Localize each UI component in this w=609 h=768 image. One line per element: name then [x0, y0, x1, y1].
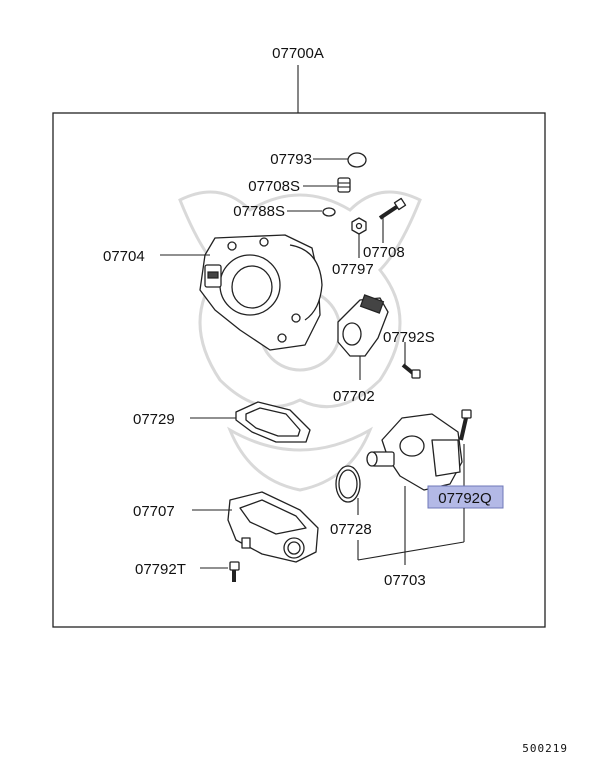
part-07703-valve[interactable]: [366, 413, 463, 491]
part-07702-sensor[interactable]: [337, 294, 389, 357]
part-07707-housing[interactable]: [227, 491, 319, 563]
label-07702[interactable]: 07702: [333, 388, 375, 405]
part-07797-nut[interactable]: [351, 217, 367, 235]
label-07797[interactable]: 07797: [332, 261, 374, 278]
label-07704[interactable]: 07704: [103, 248, 145, 265]
part-07792S-screw[interactable]: [401, 363, 421, 379]
label-07792Q[interactable]: 07792Q: [438, 490, 491, 507]
part-07728-oring[interactable]: [335, 465, 361, 503]
catalog-number: 500219: [522, 742, 568, 755]
label-07703[interactable]: 07703: [384, 572, 426, 589]
part-07729-gasket[interactable]: [235, 401, 311, 443]
part-07708S-screw[interactable]: [337, 177, 351, 193]
assembly-label[interactable]: 07700A: [272, 45, 324, 62]
label-07792S[interactable]: 07792S: [383, 329, 435, 346]
label-07793[interactable]: 07793: [270, 151, 312, 168]
part-07708-screw[interactable]: [378, 197, 407, 220]
part-07788S-oring[interactable]: [322, 207, 336, 217]
part-07792T-screw[interactable]: [229, 561, 240, 582]
leader-07703-bracket: [357, 486, 465, 565]
part-07704-throttle-body[interactable]: [199, 234, 323, 351]
part-07793-cap[interactable]: [347, 152, 367, 168]
label-07729[interactable]: 07729: [133, 411, 175, 428]
highlight-07792Q-box: [427, 485, 504, 509]
part-07792Q-screw[interactable]: [459, 409, 472, 441]
diagram-frame: [52, 112, 546, 628]
label-07707[interactable]: 07707: [133, 503, 175, 520]
label-07708[interactable]: 07708: [363, 244, 405, 261]
label-07728[interactable]: 07728: [330, 521, 372, 538]
label-07708S[interactable]: 07708S: [248, 178, 300, 195]
label-07788S[interactable]: 07788S: [233, 203, 285, 220]
label-07792T[interactable]: 07792T: [135, 561, 186, 578]
